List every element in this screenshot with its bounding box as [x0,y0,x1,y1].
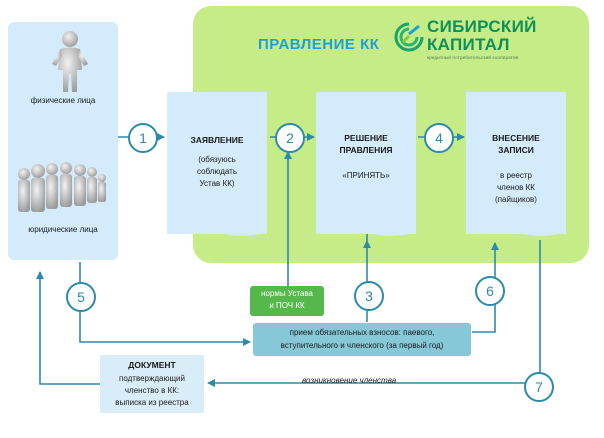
norms-box: нормы Устава и ПОЧ КК [250,286,324,316]
confirmation-title: ДОКУМЕНТ [128,360,176,370]
fees-box: прием обязательных взносов: паевого, вст… [253,323,471,356]
norms-line-2: и ПОЧ КК [269,301,305,310]
decision-title-2: ПРАВЛЕНИЯ [339,145,393,155]
group-icon [18,162,106,212]
application-line-1: (обязуюсь [198,155,236,164]
doc-wave [316,224,416,236]
confirmation-line-3: выписка из реестра [115,398,189,407]
step-7: 7 [524,372,554,402]
logo-line1: СИБИРСКИЙ [427,17,537,36]
panel-title: ПРАВЛЕНИЕ КК [258,36,380,53]
norms-line-1: нормы Устава [261,289,313,298]
step-4: 4 [424,123,454,153]
step-5: 5 [66,282,96,312]
confirmation-document: ДОКУМЕНТ подтверждающий членство в КК: в… [100,355,204,413]
person-icon [52,31,88,92]
record-line-1: в реестр [500,171,532,180]
doc-wave [466,224,566,236]
step-1: 1 [128,123,158,153]
fees-line-2: вступительного и членского (за первый го… [280,341,444,350]
record-line-2: членов КК [497,183,535,192]
confirmation-line-1: подтверждающий [119,374,185,383]
record-title-2: ЗАПИСИ [498,145,534,155]
logo: СИБИРСКИЙ КАПИТАЛ кредитный потребительс… [394,18,594,78]
application-document: ЗАЯВЛЕНИЕ (обязуюсь соблюдать Устав КК) [167,92,267,236]
logo-line2: КАПИТАЛ [427,35,510,54]
application-title: ЗАЯВЛЕНИЕ [190,135,244,145]
logo-icon [394,22,424,52]
confirmation-line-2: членство в КК: [124,386,180,395]
decision-document: РЕШЕНИЕ ПРАВЛЕНИЯ «ПРИНЯТЬ» [316,92,416,236]
application-line-2: соблюдать [196,167,238,176]
application-line-3: Устав КК) [199,179,235,188]
fees-line-1: прием обязательных взносов: паевого, [289,328,435,337]
record-document: ВНЕСЕНИЕ ЗАПИСИ в реестр членов КК (пайщ… [466,92,566,236]
record-title-1: ВНЕСЕНИЕ [492,133,540,143]
record-line-3: (пайщиков) [495,195,537,204]
decision-title-1: РЕШЕНИЕ [344,133,388,143]
membership-label: возникновение членства [302,376,397,385]
step-2: 2 [275,123,305,153]
decision-text: «ПРИНЯТЬ» [342,171,390,180]
step-3: 3 [354,281,384,311]
legal-entities-label: юридические лица [28,225,98,234]
doc-wave [167,224,267,236]
step-6: 6 [475,276,505,306]
individuals-label: физические лица [30,96,96,105]
logo-subtitle: кредитный потребительский кооператив [427,55,519,60]
